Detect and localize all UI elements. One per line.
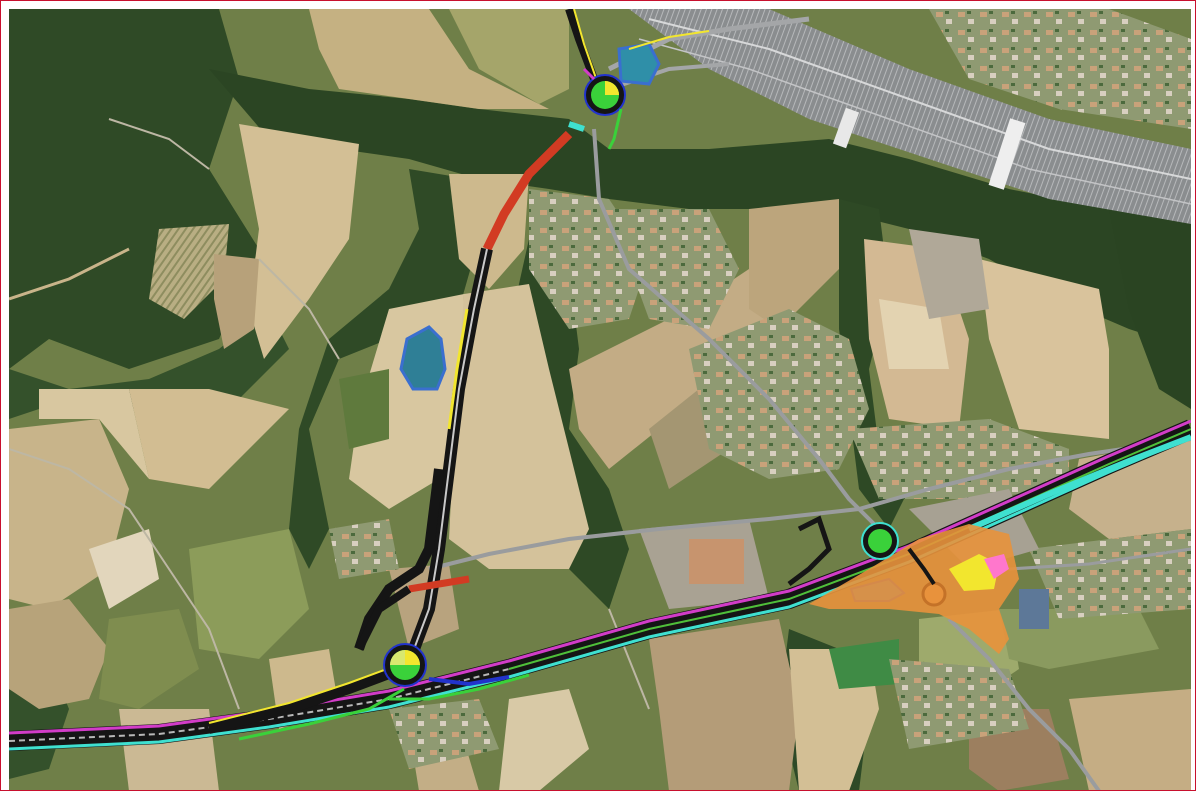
east-roundabout xyxy=(861,522,899,560)
southwest-roundabout xyxy=(383,643,427,687)
north-roundabout-ramps xyxy=(568,30,710,150)
roundabouts xyxy=(383,74,899,687)
toll-plaza-motorway xyxy=(607,9,1191,224)
aerial-map[interactable] xyxy=(9,9,1191,790)
north-pond xyxy=(617,42,661,86)
southeast-interchange xyxy=(809,524,1019,654)
local-roads xyxy=(9,118,1191,790)
southeast-roundabout xyxy=(921,581,947,607)
north-roundabout xyxy=(584,74,626,116)
residential-areas xyxy=(329,9,1191,769)
central-pond xyxy=(399,325,447,391)
